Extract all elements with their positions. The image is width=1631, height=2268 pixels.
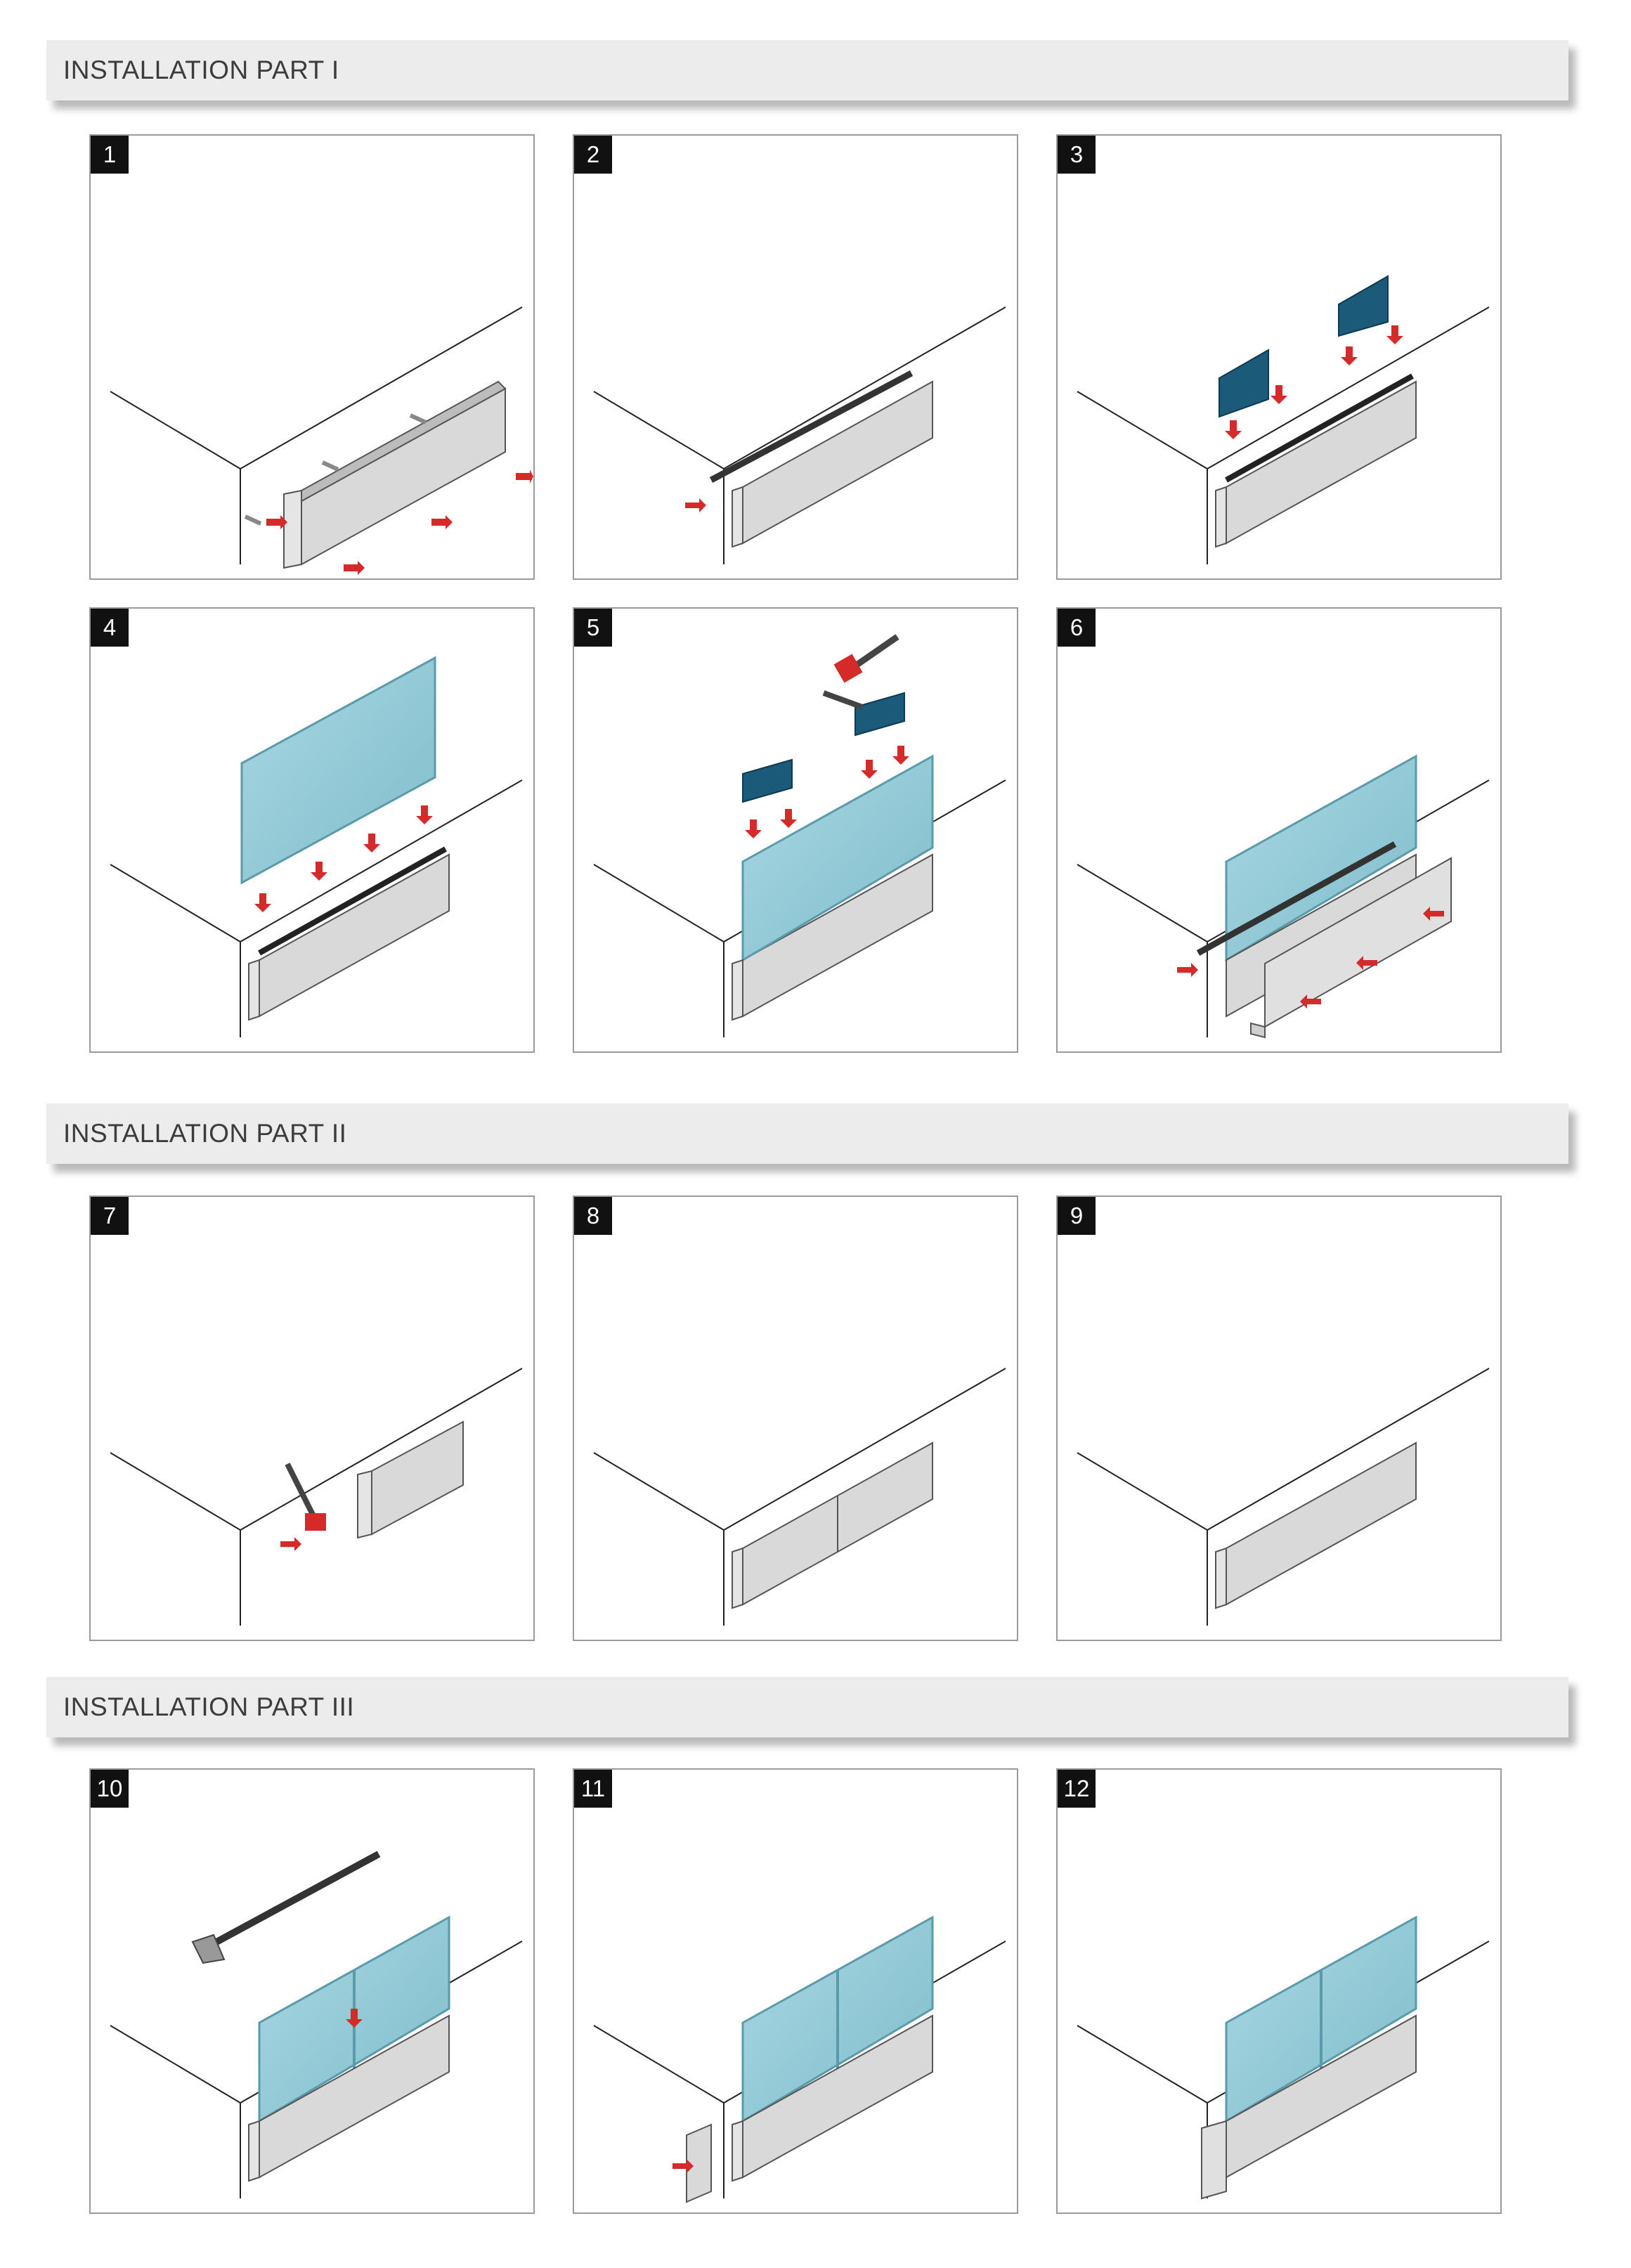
step-number-badge: 7	[91, 1197, 129, 1235]
step-panel-8: 8	[573, 1195, 1018, 1641]
step-illustration	[593, 306, 1006, 564]
step-panel-9: 9	[1056, 1195, 1502, 1641]
step-number-badge: 1	[91, 136, 129, 174]
step-panel-11: 11	[573, 1768, 1018, 2214]
step-illustration	[593, 634, 1006, 1037]
step-illustration	[110, 656, 523, 1037]
step-illustration	[1077, 754, 1490, 1039]
step-number-badge: 6	[1058, 609, 1096, 647]
step-illustration	[110, 1368, 523, 1626]
step-illustration	[1077, 275, 1490, 564]
step-illustration	[110, 1851, 523, 2198]
step-number-badge: 2	[574, 136, 612, 174]
step-panel-12: 12	[1056, 1768, 1502, 2214]
section-title: INSTALLATION PART I	[63, 56, 339, 84]
step-illustration	[1077, 1368, 1490, 1626]
section-title: INSTALLATION PART III	[63, 1692, 355, 1721]
section-banner-part-2: INSTALLATION PART II	[46, 1103, 1568, 1164]
section-banner-part-3: INSTALLATION PART III	[46, 1677, 1568, 1737]
step-illustration	[593, 1915, 1006, 2203]
step-number-badge: 11	[574, 1770, 612, 1808]
step-number-badge: 4	[91, 609, 129, 647]
section-title: INSTALLATION PART II	[63, 1119, 347, 1148]
step-number-badge: 12	[1058, 1770, 1096, 1808]
step-illustration	[1077, 1915, 1490, 2200]
step-illustration	[110, 306, 533, 575]
step-panel-3: 3	[1056, 134, 1502, 580]
step-number-badge: 8	[574, 1197, 612, 1235]
section-banner-part-1: INSTALLATION PART I	[46, 40, 1568, 101]
step-number-badge: 5	[574, 609, 612, 647]
step-panel-10: 10	[89, 1768, 535, 2214]
step-panel-4: 4	[89, 607, 535, 1053]
step-panel-2: 2	[573, 134, 1018, 580]
step-panel-6: 6	[1056, 607, 1502, 1053]
step-number-badge: 10	[91, 1770, 129, 1808]
step-panel-7: 7	[89, 1195, 535, 1641]
step-number-badge: 9	[1058, 1197, 1096, 1235]
step-number-badge: 3	[1058, 136, 1096, 174]
step-panel-1: 1	[89, 134, 535, 580]
step-panel-5: 5	[573, 607, 1018, 1053]
step-illustration	[593, 1368, 1006, 1626]
